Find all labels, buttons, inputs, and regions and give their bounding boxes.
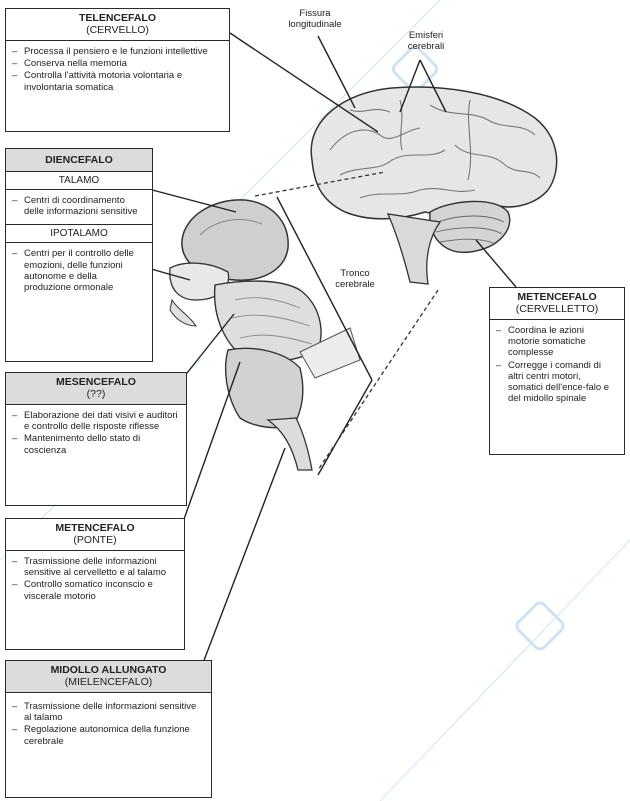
cervelletto-box: METENCEFALO (CERVELLETTO) –Coordina le a… <box>489 287 625 455</box>
ipotalamo-label: IPOTALAMO <box>6 225 152 243</box>
cervelletto-list: –Coordina le azioni motorie somatiche co… <box>490 320 624 409</box>
list-item: –Centri per il controllo delle emozioni,… <box>12 248 146 293</box>
list-item: –Trasmissione delle informazioni sensiti… <box>12 701 205 723</box>
mesencefalo-subtitle: (??) <box>10 388 182 400</box>
list-item: –Controlla l'attività motoria volontaria… <box>12 70 223 92</box>
diencefalo-box: DIENCEFALO TALAMO –Centri di coordinamen… <box>5 148 153 362</box>
list-item: –Corregge i comandi di altri centri moto… <box>496 360 618 405</box>
diencefalo-title: DIENCEFALO <box>10 154 148 166</box>
list-item: –Processa il pensiero e le funzioni inte… <box>12 46 223 57</box>
telencefalo-header: TELENCEFALO (CERVELLO) <box>6 9 229 41</box>
ponte-box: METENCEFALO (PONTE) –Trasmissione delle … <box>5 518 185 650</box>
mesencefalo-header: MESENCEFALO (??) <box>6 373 186 405</box>
ponte-subtitle: (PONTE) <box>10 534 180 546</box>
list-item: –Controllo somatico inconscio e visceral… <box>12 579 178 601</box>
midollo-subtitle: (MIELENCEFALO) <box>10 676 207 688</box>
label-tronco-cerebrale: Tronco cerebrale <box>330 268 380 290</box>
talamo-label: TALAMO <box>6 172 152 190</box>
telencefalo-title: TELENCEFALO <box>10 12 225 24</box>
ponte-title: METENCEFALO <box>10 522 180 534</box>
ipotalamo-list: –Centri per il controllo delle emozioni,… <box>6 243 152 298</box>
list-item: –Trasmissione delle informazioni sensiti… <box>12 556 178 578</box>
cervelletto-header: METENCEFALO (CERVELLETTO) <box>490 288 624 320</box>
telencefalo-list: –Processa il pensiero e le funzioni inte… <box>6 41 229 98</box>
list-item: –Mantenimento dello stato di coscienza <box>12 433 180 455</box>
list-item: –Centri di coordinamento delle informazi… <box>12 195 146 217</box>
mesencefalo-list: –Elaborazione dei dati visivi e auditori… <box>6 405 186 461</box>
label-fissura-longitudinale: Fissura longitudinale <box>282 8 348 30</box>
telencefalo-box: TELENCEFALO (CERVELLO) –Processa il pens… <box>5 8 230 132</box>
label-emisferi-cerebrali: Emisferi cerebrali <box>400 30 452 52</box>
list-item: –Coordina le azioni motorie somatiche co… <box>496 325 618 359</box>
mesencefalo-title: MESENCEFALO <box>10 376 182 388</box>
ponte-list: –Trasmissione delle informazioni sensiti… <box>6 551 184 607</box>
list-item: –Conserva nella memoria <box>12 58 223 69</box>
talamo-list: –Centri di coordinamento delle informazi… <box>6 190 152 225</box>
midollo-box: MIDOLLO ALLUNGATO (MIELENCEFALO) –Trasmi… <box>5 660 212 798</box>
diencefalo-header: DIENCEFALO <box>6 149 152 172</box>
list-item: –Elaborazione dei dati visivi e auditori… <box>12 410 180 432</box>
cervelletto-subtitle: (CERVELLETTO) <box>494 303 620 315</box>
cervelletto-title: METENCEFALO <box>494 291 620 303</box>
cerebrum-drawing <box>311 87 556 284</box>
midollo-title: MIDOLLO ALLUNGATO <box>10 664 207 676</box>
midollo-header: MIDOLLO ALLUNGATO (MIELENCEFALO) <box>6 661 211 693</box>
brainstem-drawing <box>170 200 360 470</box>
mesencefalo-box: MESENCEFALO (??) –Elaborazione dei dati … <box>5 372 187 506</box>
telencefalo-subtitle: (CERVELLO) <box>10 24 225 36</box>
ponte-header: METENCEFALO (PONTE) <box>6 519 184 551</box>
list-item: –Regolazione autonomica della funzione c… <box>12 724 205 746</box>
midollo-list: –Trasmissione delle informazioni sensiti… <box>6 693 211 752</box>
